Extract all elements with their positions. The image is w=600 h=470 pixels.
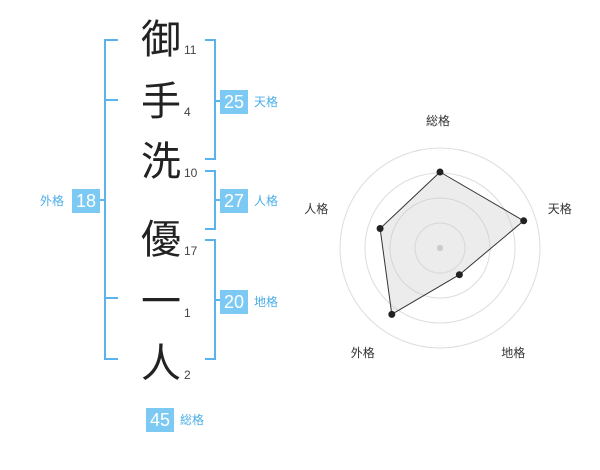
tenkaku-value: 25 — [220, 90, 248, 114]
stroke-count-2: 4 — [184, 105, 191, 119]
soukaku-label: 総格 — [180, 413, 205, 427]
radar-point-3 — [455, 271, 463, 279]
radar-axis-label-1: 総格 — [426, 114, 451, 128]
radar-axis-label-5: 人格 — [304, 202, 329, 217]
soukaku-value: 45 — [146, 408, 174, 432]
stroke-count-5: 1 — [184, 306, 191, 320]
tenkaku-label: 天格 — [254, 95, 279, 109]
tenkaku-bracket — [205, 39, 216, 160]
radar-ring-1 — [414, 222, 466, 274]
chikaku-value: 20 — [220, 290, 248, 314]
name-char-4: 優 — [141, 217, 181, 263]
name-char-6: 人 — [141, 341, 181, 387]
radar-axis-label-4: 外格 — [350, 345, 375, 360]
jinkaku-value: 27 — [220, 189, 248, 213]
jinkaku-label: 人格 — [254, 194, 279, 208]
stroke-count-1: 11 — [184, 43, 197, 57]
name-char-3: 洗 — [141, 139, 181, 185]
radar-center — [437, 245, 443, 251]
radar-point-1 — [436, 168, 444, 176]
name-char-1: 御 — [141, 17, 181, 63]
radar-axis-label-3: 地格 — [501, 345, 526, 360]
gaikaku-value: 18 — [72, 189, 100, 213]
radar-point-4 — [388, 310, 396, 318]
stroke-count-4: 17 — [184, 244, 198, 258]
gaikaku-label: 外格 — [40, 194, 65, 208]
radar-ring-2 — [389, 197, 491, 299]
radar-axis-label-2: 天格 — [547, 202, 572, 217]
radar-ring-4 — [339, 147, 541, 349]
name-char-5: 一 — [141, 279, 181, 325]
stroke-count-6: 2 — [184, 368, 191, 382]
radar-shape — [379, 171, 525, 316]
radar-point-2 — [520, 217, 528, 225]
name-char-2: 手 — [141, 79, 181, 125]
stroke-count-3: 10 — [184, 166, 198, 180]
radar-point-5 — [376, 225, 384, 233]
chikaku-label: 地格 — [254, 295, 279, 309]
